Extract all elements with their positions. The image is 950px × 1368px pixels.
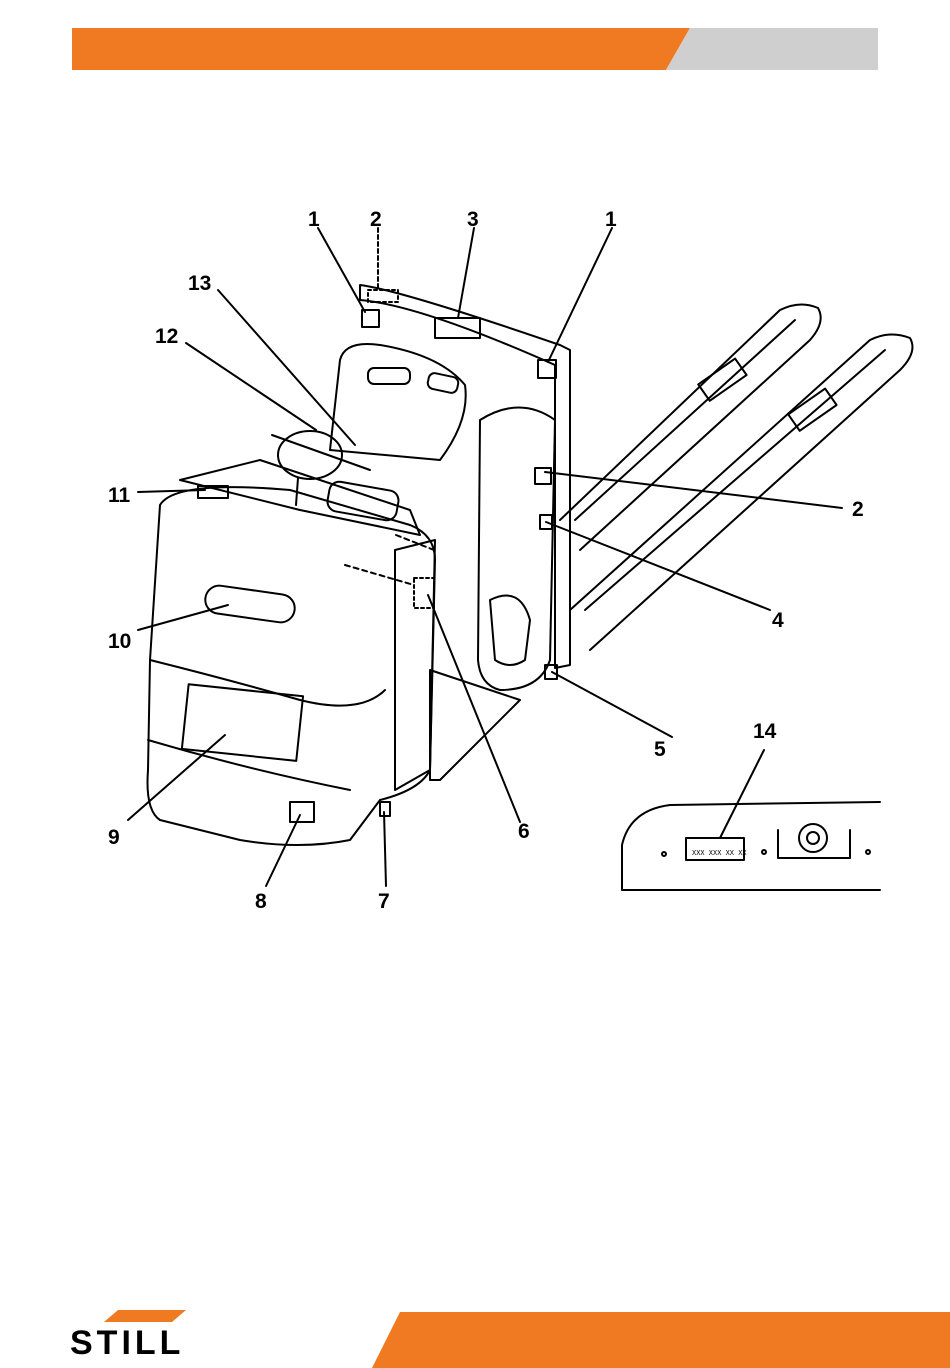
body-step bbox=[148, 740, 350, 790]
callout-4: 4 bbox=[772, 609, 784, 632]
callout-2-right: 2 bbox=[852, 498, 864, 521]
callout-7: 7 bbox=[378, 890, 390, 913]
still-logo: STILL bbox=[70, 1326, 184, 1360]
callout-12: 12 bbox=[155, 325, 178, 348]
control-handle-grip bbox=[490, 596, 530, 666]
fork-right bbox=[570, 334, 912, 650]
fork-left bbox=[560, 304, 821, 550]
label-10 bbox=[203, 584, 296, 624]
callout-13: 13 bbox=[188, 272, 211, 295]
truck-body bbox=[148, 487, 436, 845]
callout-5: 5 bbox=[654, 738, 666, 761]
callout-2-top: 2 bbox=[370, 208, 382, 231]
label-2-right bbox=[535, 468, 551, 484]
label-3 bbox=[435, 318, 480, 338]
callout-3: 3 bbox=[467, 208, 479, 231]
label-1-right bbox=[538, 360, 556, 378]
operator-backrest bbox=[330, 344, 466, 460]
inset-outline bbox=[622, 802, 880, 890]
header-band bbox=[0, 0, 950, 80]
inset-label-code: XXX XXX XX XX bbox=[692, 850, 747, 858]
header-grey-bar bbox=[666, 28, 878, 70]
backrest-plate bbox=[360, 285, 570, 668]
operator-platform bbox=[430, 670, 520, 780]
fork-right-top bbox=[585, 350, 885, 610]
fork-roller-2 bbox=[788, 389, 836, 431]
body-lower-edge bbox=[150, 660, 385, 706]
callout-1-right: 1 bbox=[605, 208, 617, 231]
steering-knob bbox=[278, 431, 342, 479]
callout-10: 10 bbox=[108, 630, 131, 653]
footer-orange-bar bbox=[372, 1312, 950, 1368]
callout-8: 8 bbox=[255, 890, 267, 913]
callout-9: 9 bbox=[108, 826, 120, 849]
still-logo-slash-icon bbox=[104, 1310, 186, 1322]
control-column bbox=[478, 408, 555, 691]
callout-14: 14 bbox=[753, 720, 777, 743]
backrest-handle-1 bbox=[368, 368, 410, 384]
fork-left-top bbox=[575, 320, 795, 520]
callout-6: 6 bbox=[518, 820, 530, 843]
label-8 bbox=[290, 802, 314, 822]
truck-label-figure: 1 2 3 1 13 12 11 2 4 10 5 14 9 6 8 7 XXX… bbox=[0, 190, 950, 930]
steering-post bbox=[296, 478, 298, 505]
callout-11: 11 bbox=[108, 484, 131, 507]
header-orange-bar bbox=[72, 28, 690, 70]
callout-1-left: 1 bbox=[308, 208, 320, 231]
